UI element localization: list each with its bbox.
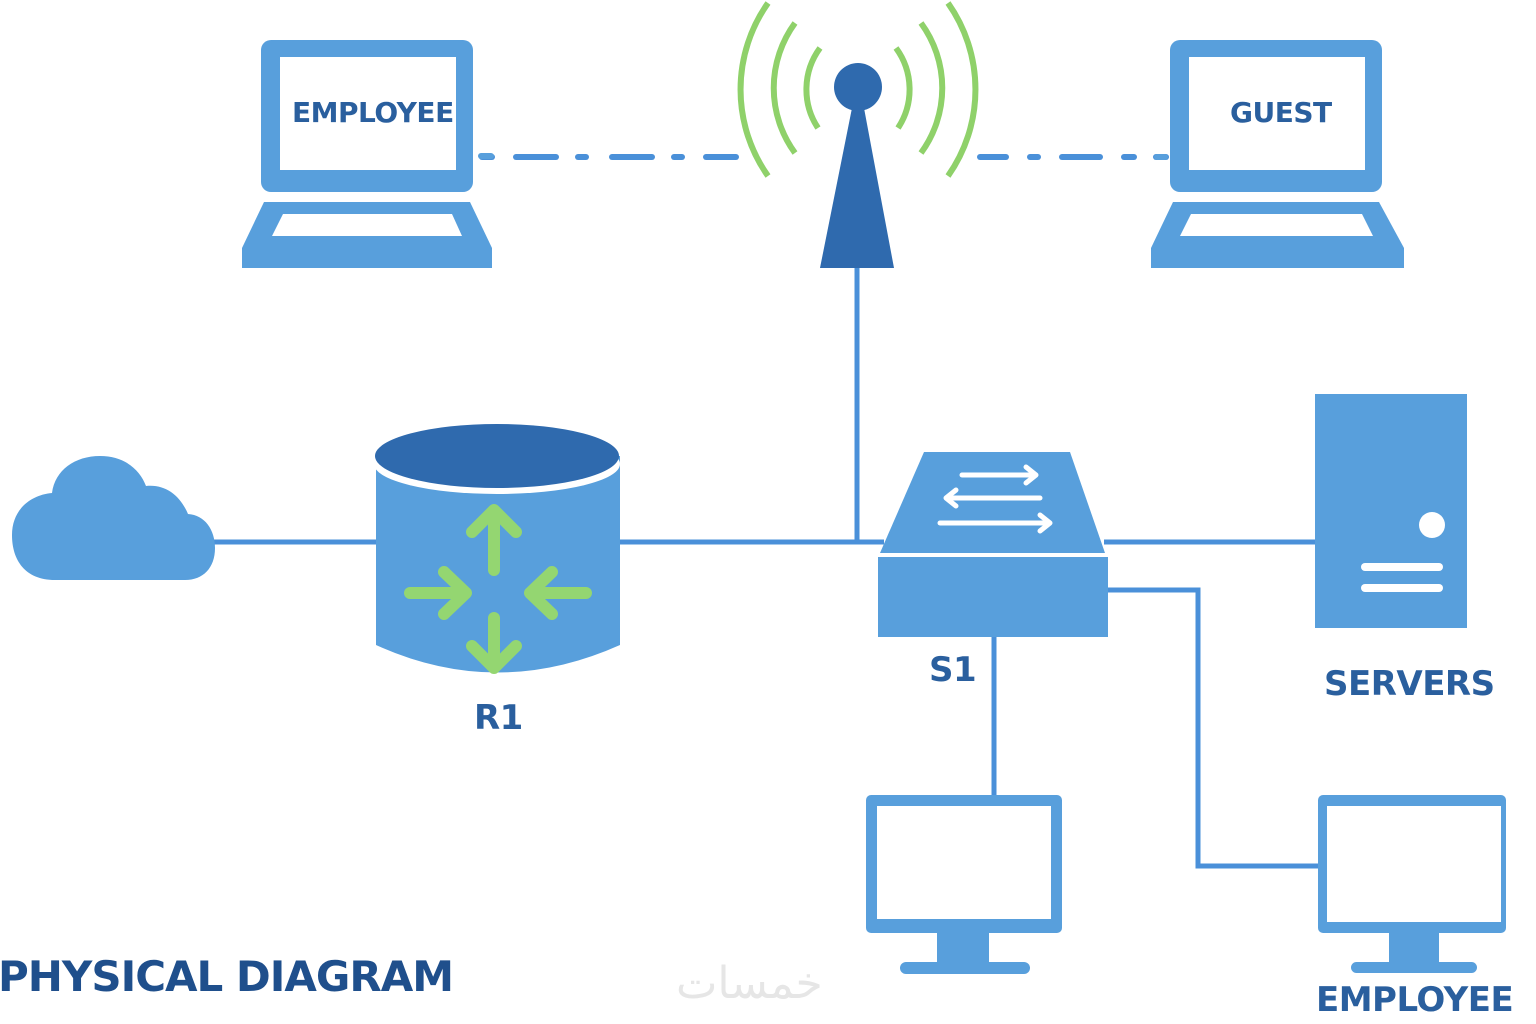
employee-laptop-icon[interactable] — [242, 40, 494, 268]
server-icon[interactable] — [1315, 394, 1467, 628]
wireless-access-point-icon[interactable] — [737, 1, 979, 268]
switching-arrows-icon — [937, 464, 1053, 534]
watermark: خمسات — [676, 958, 823, 1009]
wifi-signal-icon — [737, 1, 979, 178]
diagram-title: PHYSICAL DIAGRAM — [0, 952, 454, 1001]
routing-arrows-icon — [404, 504, 592, 674]
router-icon[interactable] — [374, 424, 620, 674]
desktop-2-icon[interactable] — [1318, 795, 1506, 973]
desktop-1-icon[interactable] — [866, 795, 1062, 974]
guest-laptop-label: GUEST — [1230, 96, 1332, 129]
desktop-2-label: EMPLOYEE — [1316, 980, 1514, 1020]
switch-icon[interactable] — [878, 452, 1108, 637]
link-switch-to-desktop-2 — [1108, 587, 1324, 869]
servers-label: SERVERS — [1324, 664, 1495, 704]
internet-cloud-icon[interactable] — [12, 456, 215, 580]
guest-laptop-icon[interactable] — [1151, 40, 1404, 268]
switch-label: S1 — [929, 650, 977, 690]
router-label: R1 — [474, 698, 523, 738]
links — [210, 154, 1324, 869]
employee-laptop-label: EMPLOYEE — [292, 96, 454, 129]
